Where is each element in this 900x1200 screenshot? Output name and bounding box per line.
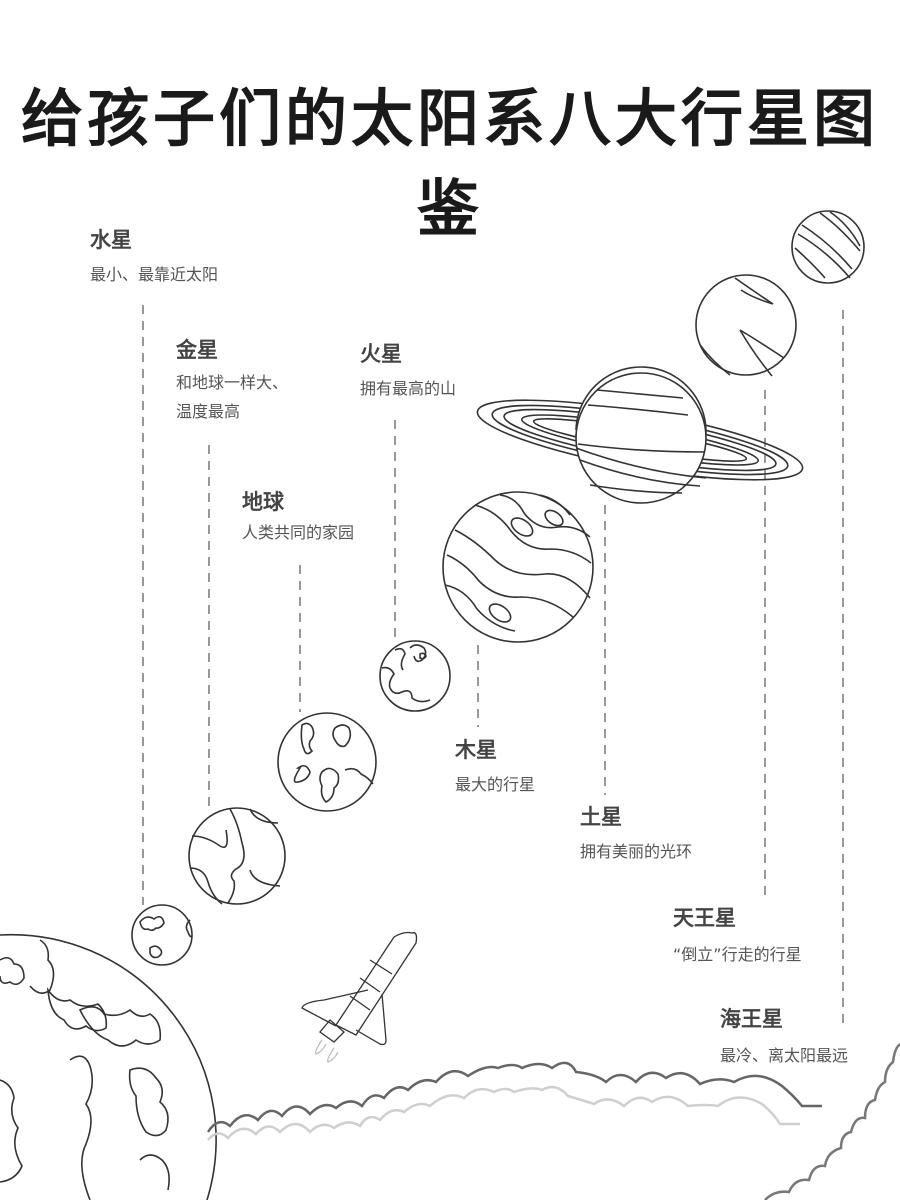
jupiter-icon [442,491,594,643]
saturn-label: 土星 拥有美丽的光环 [580,803,692,866]
cloud-layer [206,1043,900,1200]
jupiter-label: 木星 最大的行星 [455,736,535,799]
planet-name: 天王星 [673,906,736,930]
mercury-label: 水星 最小、最靠近太阳 [90,226,218,289]
planet-name: 木星 [455,738,497,762]
space-shuttle-icon [301,931,418,1063]
planet-description: 拥有最高的山 [360,379,457,398]
planet-name: 火星 [360,342,402,366]
earth-icon [277,712,377,812]
uranus-label: 天王星 “倒立”行走的行星 [673,904,802,969]
venus-icon [188,807,286,905]
mars-icon [379,640,451,712]
planet-description: 最小、最靠近太阳 [90,265,219,284]
planet-description: 人类共同的家园 [242,523,355,542]
large-planet-icon [0,933,217,1200]
mercury-icon [131,904,193,966]
planet-name: 土星 [580,805,622,829]
earth-label: 地球 人类共同的家园 [242,488,354,547]
page-title: 给孩子们的太阳系八大行星图鉴 [20,82,879,245]
planet-name: 金星 [176,338,218,362]
uranus-icon [695,274,797,377]
planet-description: 和地球一样大、 [176,373,289,392]
mars-label: 火星 拥有最高的山 [360,340,456,403]
planet-name: 地球 [242,490,284,514]
planet-description-line-2: 温度最高 [176,402,241,421]
planet-description: 最大的行星 [455,775,536,794]
planet-name: 水星 [90,228,132,252]
planet-description: “倒立”行走的行星 [673,945,802,964]
saturn-icon [476,366,804,504]
neptune-label: 海王星 最冷、离太阳最远 [720,1005,848,1070]
planet-name: 海王星 [720,1007,783,1031]
planet-description: 最冷、离太阳最远 [720,1046,849,1065]
neptune-icon [791,210,865,284]
planet-description: 拥有美丽的光环 [580,842,693,861]
venus-label: 金星 和地球一样大、 温度最高 [176,336,288,426]
